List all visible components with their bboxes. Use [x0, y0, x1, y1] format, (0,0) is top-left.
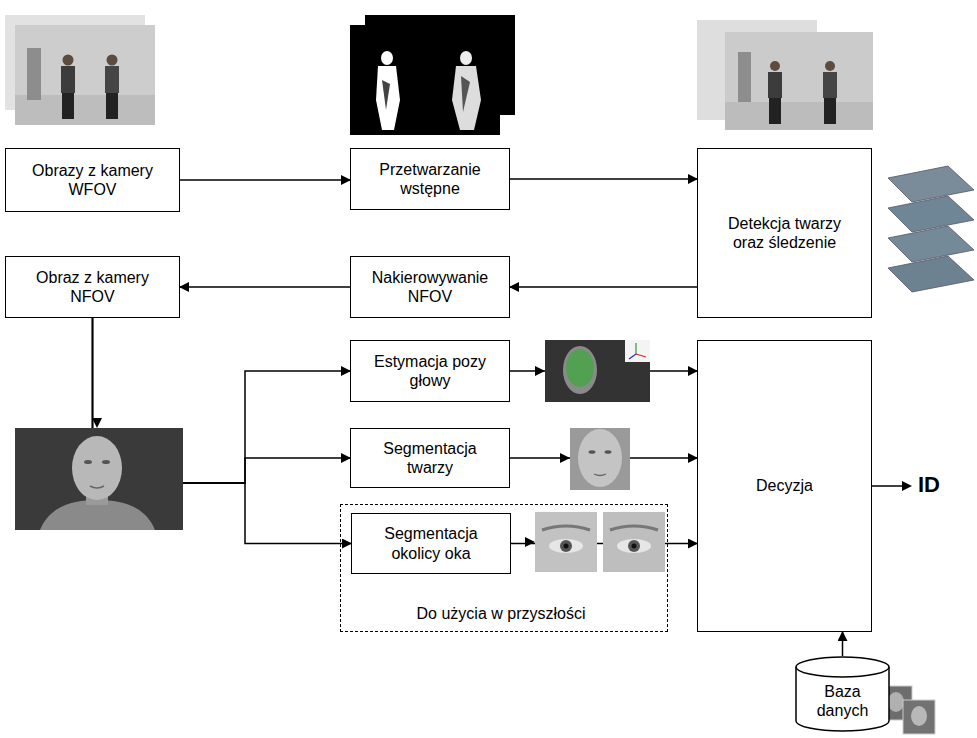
tracking-maps [888, 166, 974, 292]
output-label: ID [918, 472, 940, 498]
input-box: Obrazy z kamery WFOV [5, 148, 180, 212]
process-box: Nakierowywanie NFOV [350, 256, 510, 318]
process-box: Detekcja twarzy oraz śledzenie [697, 148, 872, 318]
output-arrow [872, 481, 912, 491]
future-use-group: Do użycia w przyszłości Segmentacja okoli… [340, 504, 668, 632]
node-text: Segmentacja okolicy oka [369, 524, 494, 562]
nfov-face-image [15, 418, 183, 530]
node-text: Przetwarzanie wstępne [370, 160, 490, 198]
node-text: Baza danych [808, 682, 878, 720]
input-box: Obraz z kamery NFOV [5, 256, 180, 318]
database-cylinder: Baza danych [795, 656, 890, 732]
flow-arrow [510, 178, 697, 180]
face-crop-image [560, 428, 630, 490]
process-box: Przetwarzanie wstępne [350, 148, 510, 210]
node-text: Do użycia w przyszłości [341, 604, 661, 623]
head-pose-image [535, 340, 650, 402]
node-text: Detekcja twarzy oraz śledzenie [722, 214, 847, 252]
wfov-frames [5, 15, 155, 125]
flow-arrow [180, 179, 350, 181]
node-text: Obraz z kamery NFOV [23, 268, 163, 306]
node-text: Obrazy z kamery WFOV [23, 161, 163, 199]
process-box: Segmentacja twarzy [350, 428, 510, 488]
decision-box: Decyzja [697, 340, 872, 632]
flow-arrow [180, 286, 350, 288]
flow-arrow [842, 632, 844, 656]
node-text: Decyzja [756, 476, 813, 495]
foreground-mask [350, 15, 515, 135]
detection-frames [697, 20, 873, 130]
node-text: Nakierowywanie NFOV [363, 268, 498, 306]
process-box: Segmentacja okolicy oka [351, 513, 511, 574]
node-text: Estymacja pozy głowy [368, 352, 493, 390]
node-text: Segmentacja twarzy [368, 439, 493, 477]
process-box: Estymacja pozy głowy [350, 340, 510, 402]
eye-crop-images [525, 512, 665, 572]
flow-arrow [510, 286, 697, 288]
